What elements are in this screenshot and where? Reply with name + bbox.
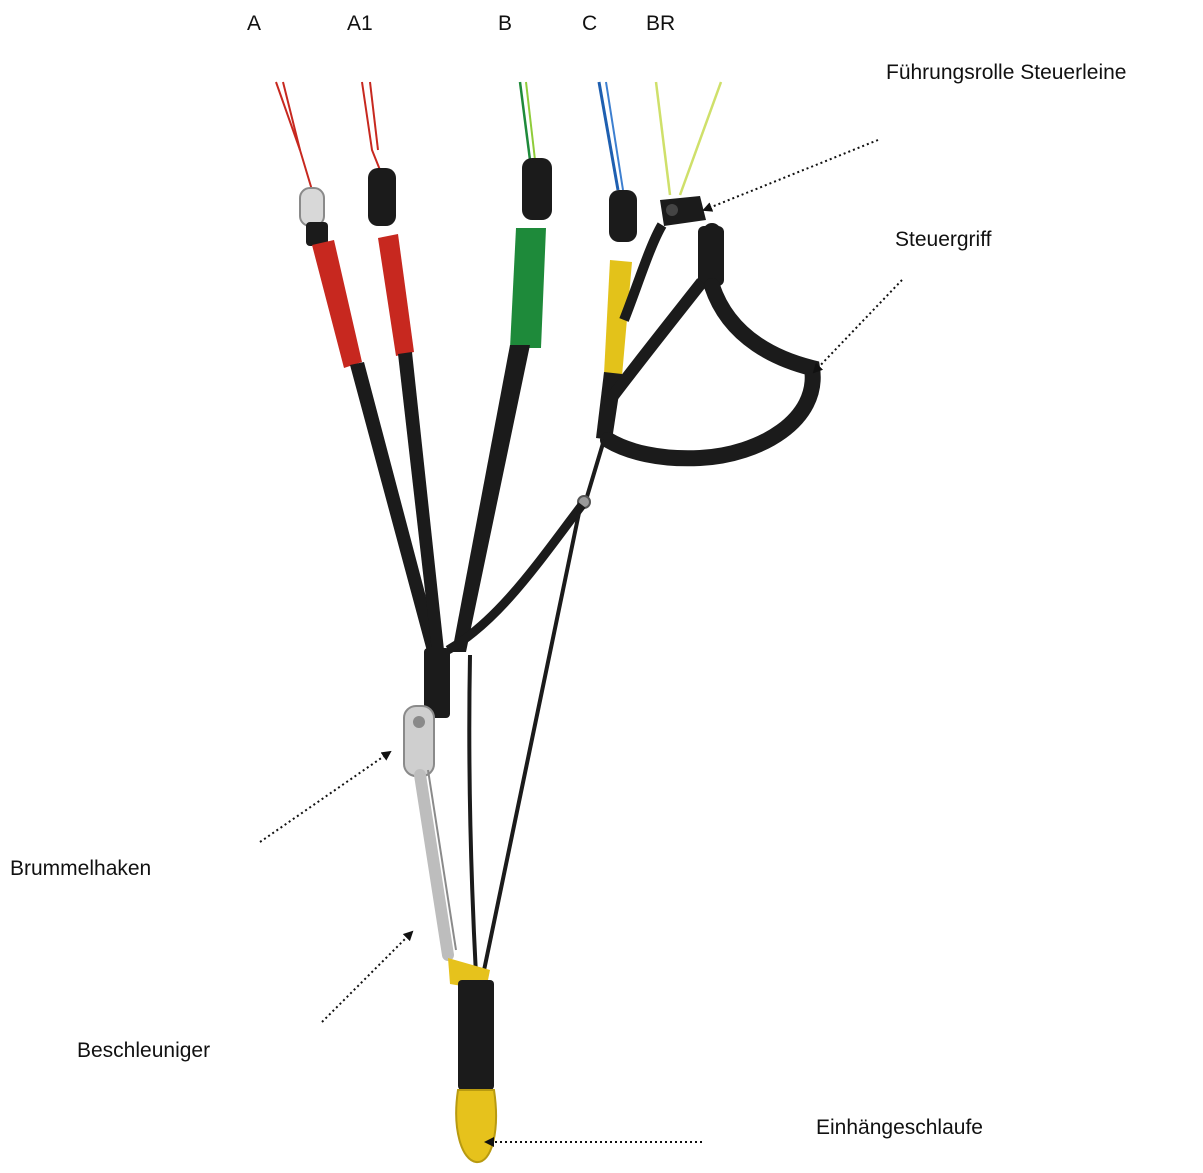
- a1-riser-connector: [368, 168, 396, 226]
- b-riser-webbing: [452, 345, 530, 652]
- c-riser-connector: [609, 190, 637, 242]
- loop-black-sleeve: [458, 980, 494, 1090]
- b-riser-sleeve: [510, 228, 546, 348]
- a-line: [276, 82, 312, 190]
- lower-lines: [448, 440, 604, 980]
- c-lower-line: [586, 440, 604, 500]
- loop-yellow-bottom: [456, 1090, 496, 1162]
- arrow-steuergriff: [814, 280, 902, 372]
- arrow-brummelhaken: [260, 752, 390, 842]
- a-riser-maillon: [300, 188, 324, 226]
- steering-handle: [608, 225, 813, 458]
- b-riser-connector: [522, 158, 552, 220]
- brake-line: [656, 82, 670, 195]
- a-line: [283, 82, 300, 150]
- a1-riser: [368, 168, 444, 652]
- arrow-fuehrungsrolle: [704, 140, 878, 210]
- brake-line: [680, 82, 721, 195]
- main-loop: [448, 958, 496, 1162]
- speed-system-bar: [420, 775, 448, 955]
- callout-arrows: [260, 140, 902, 1142]
- upper-lines: [276, 82, 721, 195]
- a1-riser-sleeve: [378, 234, 414, 356]
- b-line: [520, 82, 530, 160]
- a-riser-sleeve: [312, 240, 362, 368]
- speedbar-line: [469, 655, 476, 975]
- brummel-assembly: [404, 648, 456, 955]
- b-riser: [452, 158, 552, 652]
- arrow-beschleuniger: [322, 932, 412, 1022]
